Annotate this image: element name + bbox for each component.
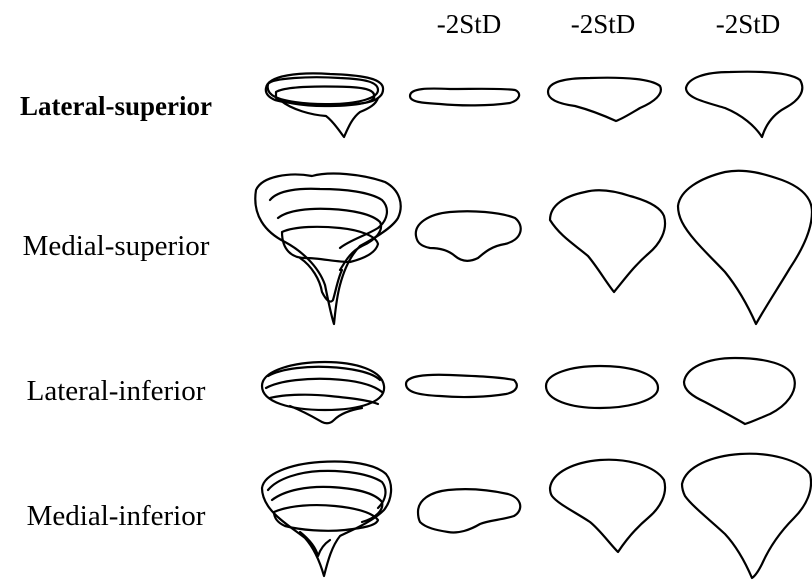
overlay-lateral-superior	[266, 73, 383, 137]
outline-variant-2	[550, 190, 665, 292]
outline-variant-2	[548, 78, 661, 121]
outline-variant-1	[410, 89, 519, 106]
outline-variant-3	[678, 171, 812, 324]
outline-inner-3	[274, 505, 378, 531]
overlay-medial-superior	[255, 174, 400, 324]
overlay-lateral-inferior	[262, 362, 384, 423]
outline-inner-3	[270, 395, 378, 404]
row-lateral-superior-shapes	[266, 72, 802, 137]
outline-inner-1	[268, 471, 385, 508]
outline-variant-3	[682, 454, 811, 578]
outline-variant-1	[416, 211, 521, 261]
outline-variant-2	[546, 366, 658, 408]
outline-variant-1	[418, 489, 520, 532]
outline-tail	[300, 258, 342, 302]
outline-variant-1	[406, 375, 517, 397]
row-medial-superior-shapes	[255, 171, 812, 324]
outline-variant-3	[686, 72, 802, 137]
outline-inner-1	[270, 189, 387, 248]
outline-variant-3	[684, 358, 795, 424]
overlay-medial-inferior	[262, 462, 391, 577]
row-lateral-inferior-shapes	[262, 358, 795, 424]
outline-mean	[262, 362, 384, 410]
row-medial-inferior-shapes	[262, 454, 811, 578]
outline-inner-2	[266, 379, 382, 392]
outline-variant-2	[550, 460, 665, 552]
outline-wide	[268, 77, 378, 104]
